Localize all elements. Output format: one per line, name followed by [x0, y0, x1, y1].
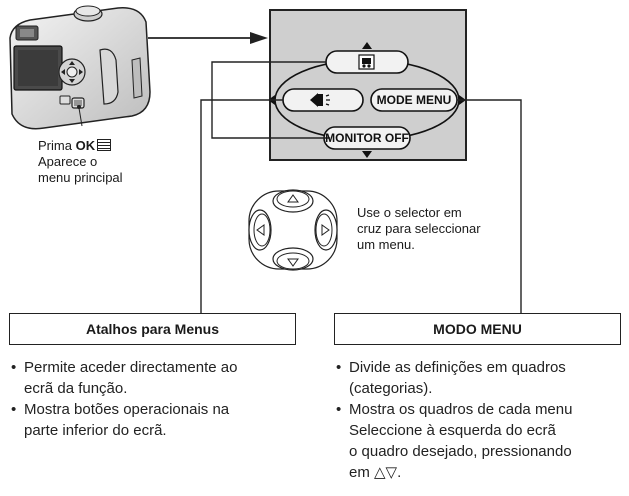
mode-menu-title: MODO MENU [433, 321, 522, 337]
dpad-caption-line2: cruz para seleccionar [357, 221, 481, 236]
bullet-line: parte inferior do ecrã. [24, 422, 167, 439]
bullet-line: Mostra botões operacionais na [24, 401, 230, 418]
dpad-caption: Use o selector em cruz para seleccionar … [357, 205, 527, 253]
flash-icon [310, 93, 330, 107]
ok-key-label: OK [75, 138, 96, 153]
mode-menu-bullets: Divide as definições em quadros (categor… [336, 357, 626, 483]
shortcut-menus-box: Atalhos para Menus [9, 313, 296, 345]
list-item: Mostra botões operacionais na parte infe… [11, 399, 311, 441]
bullet-line: Divide as definições em quadros [349, 359, 566, 376]
dpad-caption-line3: um menu. [357, 237, 415, 252]
camera-caption-line2: Aparece o [38, 154, 98, 169]
list-item: Permite aceder directamente ao ecrã da f… [11, 357, 311, 399]
dpad-illustration [248, 189, 338, 271]
dpad-caption-line1: Use o selector em [357, 205, 462, 220]
mode-menu-button-label: MODE MENU [376, 93, 452, 107]
camera-caption: Prima OK Aparece o menu principal [38, 138, 148, 186]
bullet-line: Seleccione à esquerda do ecrã [349, 422, 556, 439]
shortcut-menus-title: Atalhos para Menus [85, 321, 220, 337]
list-item: Divide as definições em quadros (categor… [336, 357, 626, 399]
lcd-top-button [325, 50, 409, 74]
mode-menu-box: MODO MENU [334, 313, 621, 345]
caption-prefix: Prima [38, 138, 72, 153]
camera-illustration [9, 5, 151, 130]
bullet-line: Permite aceder directamente ao [24, 359, 238, 376]
menu-key-icon [97, 139, 112, 151]
lcd-left-button [282, 88, 364, 112]
monitor-off-button-label: MONITOR OFF [325, 131, 409, 145]
bullet-line: em △▽. [349, 464, 402, 481]
connector-lines [200, 61, 522, 313]
camera-caption-line1: Prima OK [38, 138, 148, 154]
bullet-line: ecrã da função. [24, 380, 128, 397]
bullet-line: o quadro desejado, pressionando [349, 443, 572, 460]
arrow-camera-to-screen [148, 32, 268, 44]
bullet-line: (categorias). [349, 380, 433, 397]
camera-caption-line3: menu principal [38, 170, 123, 185]
bullet-line: Mostra os quadros de cada menu [349, 401, 573, 418]
movie-icon [358, 54, 375, 70]
list-item: Mostra os quadros de cada menu Seleccion… [336, 399, 626, 483]
shortcut-menus-bullets: Permite aceder directamente ao ecrã da f… [11, 357, 311, 441]
